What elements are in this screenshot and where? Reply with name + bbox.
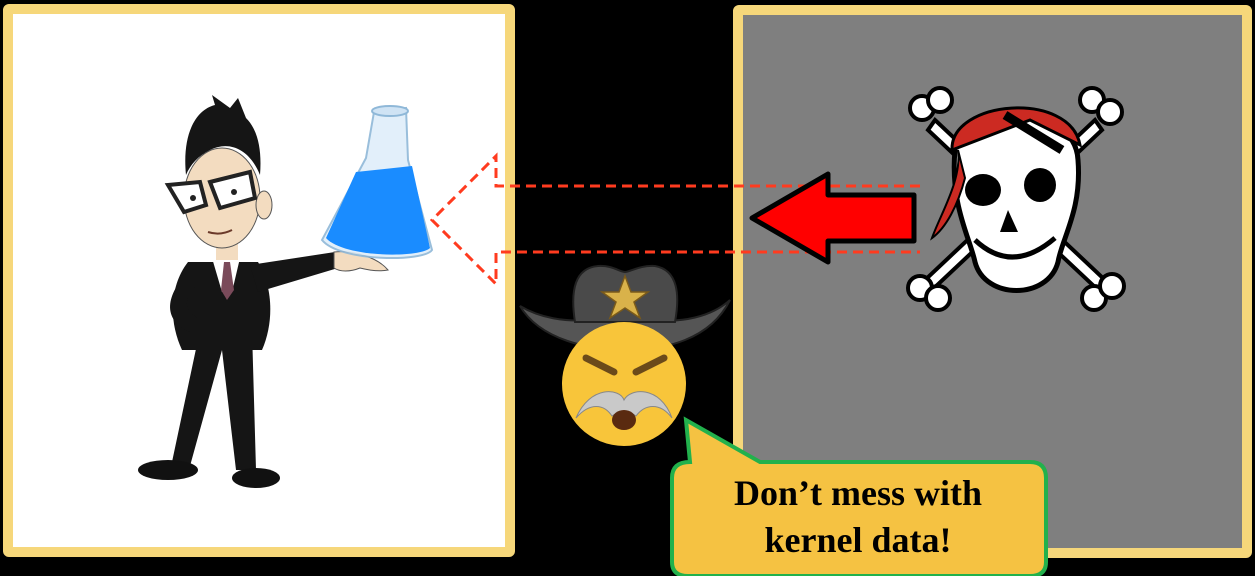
flask-icon [322, 106, 432, 258]
speech-line-1: Don’t mess with [672, 470, 1044, 517]
scientist-figure [138, 95, 388, 488]
speech-line-2: kernel data! [672, 517, 1044, 564]
speech-bubble-text: Don’t mess with kernel data! [672, 470, 1044, 564]
pirate-skull-icon [908, 88, 1124, 310]
